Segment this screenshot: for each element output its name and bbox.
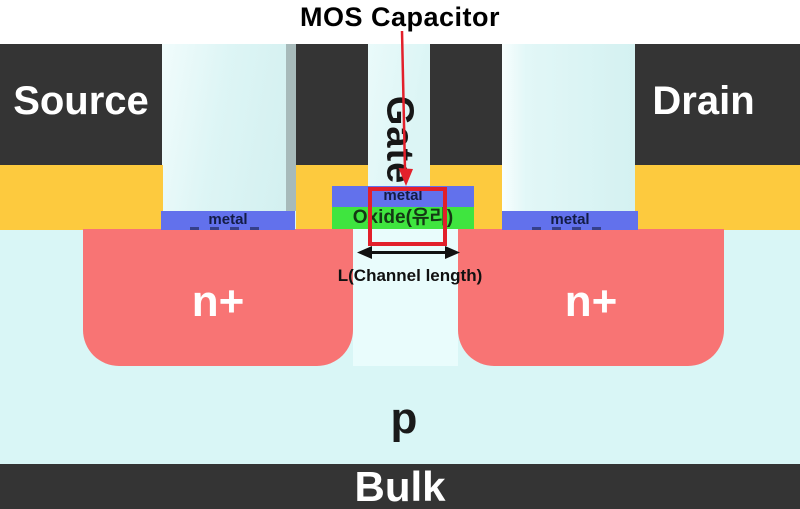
gate-sidewall-right	[430, 44, 502, 165]
drain-metal-label: metal	[550, 211, 590, 228]
bulk-contact: Bulk	[0, 462, 800, 509]
field-oxide-right	[635, 165, 800, 230]
clipped-text-fragment	[190, 227, 266, 230]
diagram-title: MOS Capacitor	[299, 2, 501, 32]
drain-label: Drain	[652, 79, 755, 123]
gate-label: Gate	[378, 95, 421, 185]
gate-column: Gate	[368, 44, 430, 187]
channel-region	[353, 228, 458, 366]
drain-metal-layer: metal	[502, 211, 638, 230]
source-contact: Source	[0, 44, 162, 165]
n-plus-right-label: n+	[564, 276, 618, 326]
gate-metal-layer: metal	[332, 186, 474, 207]
n-plus-left-label: n+	[191, 276, 245, 326]
mos-capacitor-highlight-box	[368, 187, 447, 246]
trench-right	[502, 44, 635, 211]
source-label: Source	[13, 79, 149, 123]
gate-oxide-layer: Oxide(유리)	[332, 207, 474, 229]
source-metal-layer: metal	[161, 211, 295, 230]
source-metal-label: metal	[208, 211, 248, 228]
edge-shadow-strip	[286, 44, 296, 211]
p-substrate-label: p	[390, 394, 418, 443]
n-plus-drain-region: n+	[458, 229, 724, 366]
oxide-label: Oxide(유리)	[352, 207, 454, 228]
n-plus-source-region: n+	[83, 229, 353, 366]
bulk-label: Bulk	[354, 462, 446, 509]
channel-length-label: L(Channel length)	[337, 266, 483, 285]
gate-sidewall-left	[296, 44, 368, 165]
drain-contact: Drain	[635, 44, 800, 165]
field-oxide-left	[0, 165, 163, 230]
gate-metal-label: metal	[383, 187, 423, 204]
trench-left	[162, 44, 286, 211]
clipped-text-fragment	[531, 227, 609, 230]
